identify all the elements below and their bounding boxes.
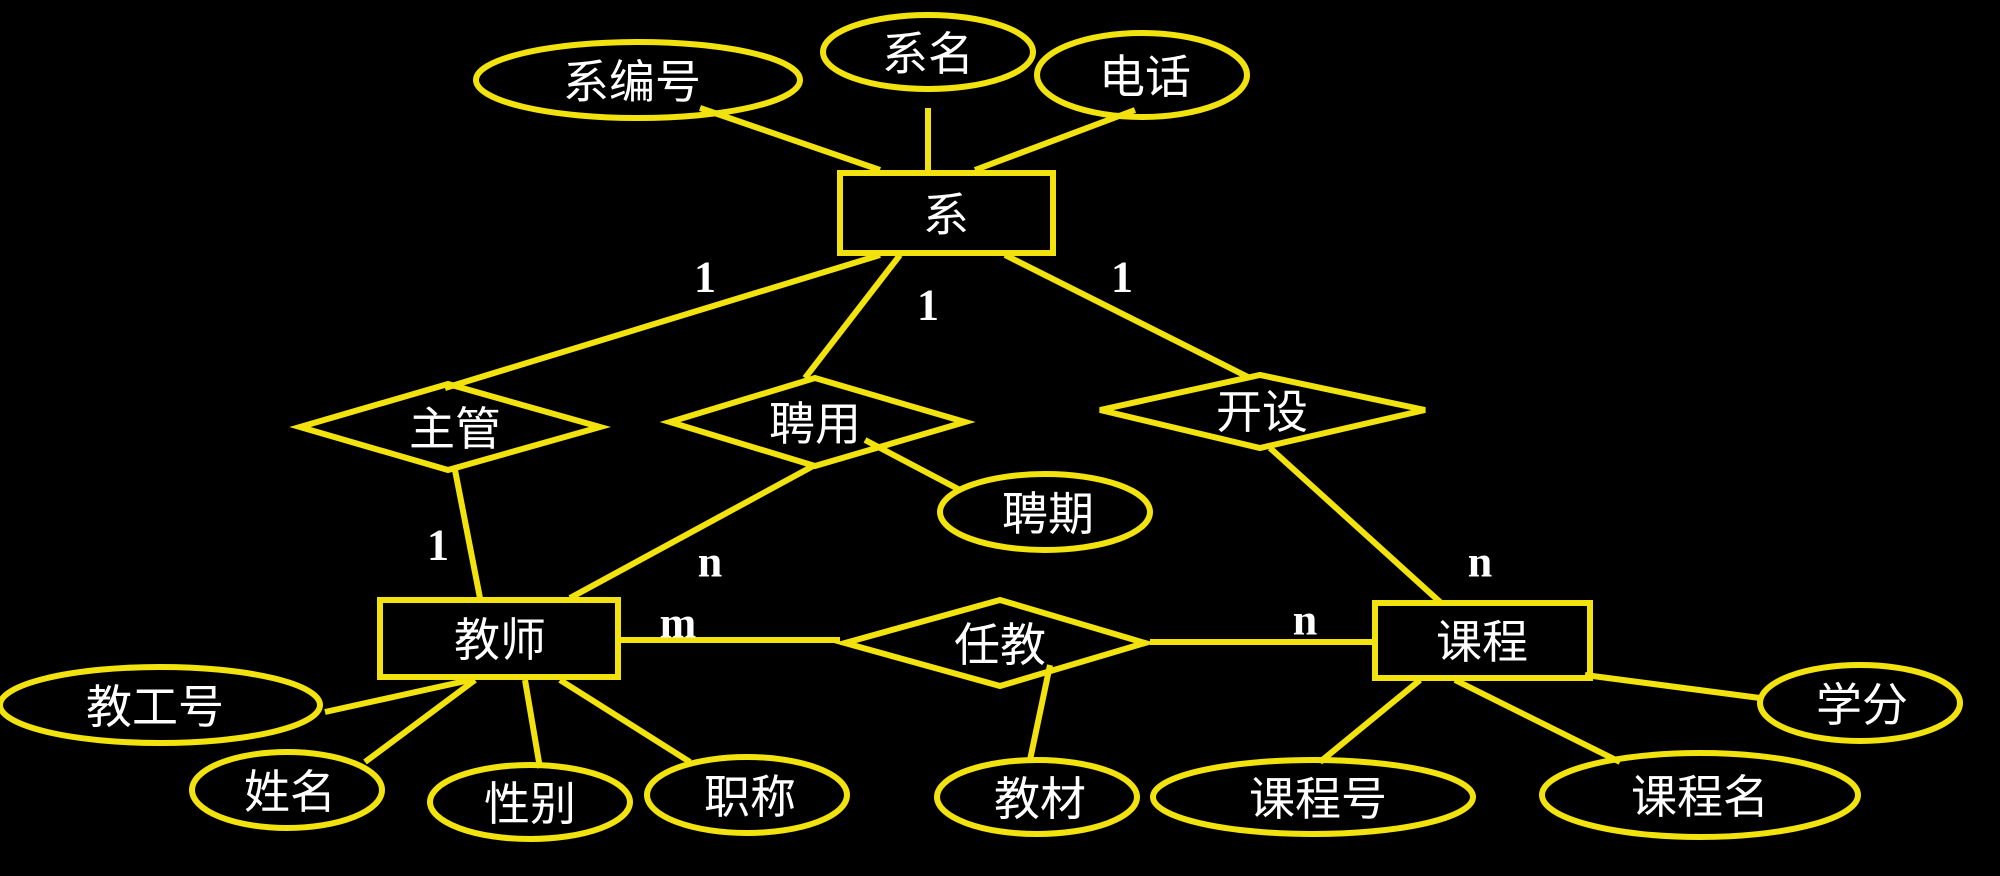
entity-teacher-label: 教师 [454,613,546,667]
edge-teacher-gender [522,679,543,769]
cardinality-dept-hire: 1 [917,281,939,330]
connector-lines [324,105,1761,769]
entity-teacher: 教师 [377,597,621,680]
cardinality-dept-offer: 1 [1111,253,1133,302]
attribute-textbook-label: 教材 [994,772,1086,826]
attribute-gender-label: 性别 [484,777,576,831]
edge-manage-teacher [452,469,483,599]
relationship-manage-label: 主管 [409,402,501,456]
edge-hire-teacher [568,462,817,601]
attribute-deptno: 系编号 [473,39,803,121]
cardinality-teach-course: n [1293,596,1317,645]
cardinality-labels: 1 1 1 1 n n m n [427,253,1492,648]
edge-course-coursename [1453,677,1622,765]
cardinality-hire-teacher: n [698,538,722,587]
edge-course-courseno [1318,677,1422,765]
attribute-deptname-label: 系名 [882,27,974,81]
attribute-courseno: 课程号 [1150,757,1476,837]
attribute-credit: 学分 [1757,662,1963,744]
edge-deptno-dept [699,105,881,173]
attribute-empno: 教工号 [0,664,323,746]
relationship-offer-label: 开设 [1216,385,1308,439]
attribute-textbook: 教材 [934,757,1140,837]
attribute-hireperiod: 聘期 [937,471,1153,553]
entity-dept-label: 系 [923,188,969,242]
edge-offer-course [1267,445,1443,605]
relationship-offer: 开设 [1099,371,1426,452]
cardinality-dept-manage: 1 [694,253,716,302]
attribute-deptname: 系名 [820,12,1036,92]
cardinality-teach-teacher: m [660,599,697,648]
attribute-name: 姓名 [189,749,385,831]
attribute-phone-label: 电话 [1099,50,1191,104]
cardinality-offer-course: n [1468,538,1492,587]
attribute-title-label: 职称 [704,770,796,824]
edge-course-credit [1584,672,1761,701]
attribute-empno-label: 教工号 [86,680,224,734]
attribute-hireperiod-label: 聘期 [1002,487,1094,541]
entity-course-label: 课程 [1436,615,1528,669]
relationship-teach: 任教 [833,596,1156,690]
attribute-phone: 电话 [1034,30,1250,120]
attribute-courseno-label: 课程号 [1249,772,1387,826]
relationship-manage: 主管 [289,380,612,474]
attribute-coursename-label: 课程名 [1631,770,1769,824]
relationship-hire-label: 聘用 [769,397,861,451]
edge-dept-manage [444,252,881,391]
attribute-title: 职称 [644,754,850,836]
edge-dept-offer [1003,252,1252,381]
edge-teacher-title [558,677,692,765]
cardinality-manage-teacher: 1 [427,521,449,570]
edge-phone-dept [973,107,1137,173]
attribute-coursename: 课程名 [1539,750,1861,840]
edge-teach-textbook [1027,664,1053,761]
edge-teacher-name [363,677,477,765]
relationship-hire: 聘用 [659,374,976,470]
entity-course: 课程 [1372,600,1593,681]
attribute-credit-label: 学分 [1816,678,1908,732]
relationship-teach-label: 任教 [954,618,1046,672]
edge-teacher-empno [324,677,471,715]
edge-dept-hire [802,253,903,380]
attribute-gender: 性别 [427,762,633,842]
attribute-name-label: 姓名 [244,765,336,819]
attribute-deptno-label: 系编号 [563,55,701,109]
entity-dept: 系 [837,170,1056,256]
